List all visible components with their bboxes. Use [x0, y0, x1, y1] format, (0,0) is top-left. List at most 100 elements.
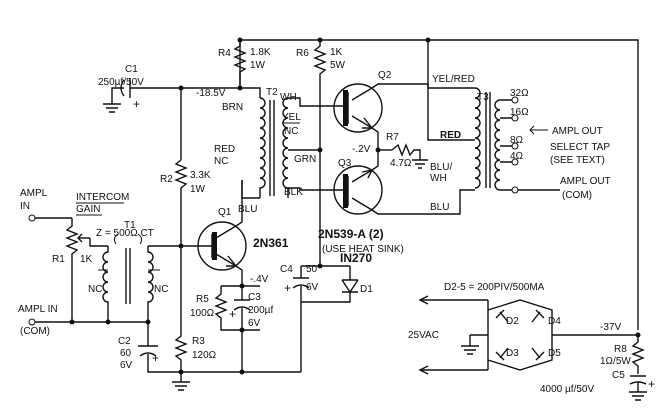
- r1-label: R1: [52, 254, 65, 265]
- bluwh-label2: WH: [430, 173, 447, 184]
- ampl-in-com-terminal[interactable]: [28, 318, 36, 326]
- r3-value: 120Ω: [192, 350, 217, 361]
- bluwh-label: BLU/: [430, 162, 452, 173]
- ampl-in-com-sub: (COM): [20, 326, 50, 337]
- t3-core: [485, 92, 491, 188]
- t3-center-tap: [427, 40, 475, 141]
- r4-value: 1.8K: [250, 47, 271, 58]
- r2-watt: 1W: [190, 184, 206, 195]
- q3-label: Q3: [338, 158, 352, 169]
- q2-emitter: [351, 115, 379, 150]
- c2-plus: +: [152, 351, 159, 365]
- nc-t2b-label: NC: [214, 156, 228, 167]
- c4-label: C4: [280, 264, 293, 275]
- q2-emitter-arrow: [362, 117, 374, 129]
- r6-label: R6: [296, 48, 309, 59]
- tap-4-terminal[interactable]: [511, 158, 519, 166]
- r4-resistor: [233, 40, 247, 88]
- gain-label: GAIN: [76, 204, 100, 215]
- tap-16-label: 16Ω: [510, 107, 529, 118]
- c2-capacitor: [138, 345, 301, 373]
- main-ground: [172, 381, 190, 391]
- r4-label: R4: [218, 48, 231, 59]
- com-out-terminal[interactable]: [511, 186, 519, 194]
- d1-label: D1: [360, 284, 373, 295]
- d4-diode: [531, 309, 545, 323]
- tap-8-label: 8Ω: [510, 135, 524, 146]
- q1-collector: [215, 180, 243, 239]
- c2-label: C2: [118, 336, 131, 347]
- c1-ground: [103, 103, 121, 113]
- nc-right-label: NC: [154, 284, 168, 295]
- q3-emitter: [351, 150, 379, 183]
- blu-t3-label: BLU: [430, 202, 449, 213]
- intercom-label: INTERCOM: [76, 192, 129, 203]
- ampl-in-com-label: AMPL IN: [18, 304, 58, 315]
- tap-32-terminal[interactable]: [511, 96, 519, 104]
- r1-potentiometer: [65, 218, 79, 322]
- q1-emitter-arrow: [226, 255, 238, 267]
- r7-ground: [412, 159, 428, 169]
- t2-secondary-coil: [282, 97, 289, 198]
- c3-volt: 6V: [248, 318, 261, 329]
- c5-capacitor: [629, 375, 647, 392]
- ampl-out-label: AMPL OUT: [552, 126, 603, 137]
- wh-label: WH: [280, 92, 297, 103]
- r2-resistor: [174, 159, 188, 246]
- red-t3-label: RED: [440, 130, 461, 141]
- c3-capacitor: [233, 286, 251, 330]
- r2-label: R2: [160, 174, 173, 185]
- ampl-out-arrow: [529, 125, 548, 135]
- t2-label: T2: [266, 87, 278, 98]
- t2-primary-bottom: [241, 180, 260, 199]
- tap-32-label: 32Ω: [510, 88, 529, 99]
- c3-value: 200µf: [248, 305, 273, 316]
- grn-label: GRN: [294, 154, 316, 165]
- t2-blk-lead: [288, 187, 336, 191]
- c2-value: 60: [120, 348, 132, 359]
- q1-emitter: [215, 253, 243, 286]
- r6-watt: 5W: [330, 60, 346, 71]
- c1-value: 250µf/50V: [98, 77, 144, 88]
- tap-16-terminal[interactable]: [511, 114, 519, 122]
- ac-input-top-arrow: [418, 295, 429, 305]
- yel-label: YEL: [282, 112, 301, 123]
- d3-diode: [495, 347, 509, 361]
- nc-left-label: NC: [88, 284, 102, 295]
- minus37-label: -37V: [600, 322, 621, 333]
- blu-label: BLU: [238, 204, 257, 215]
- r4-watt: 1W: [250, 60, 266, 71]
- r7-resistor: [391, 143, 421, 160]
- t1-core: [125, 248, 131, 304]
- r8-resistor: [631, 335, 645, 374]
- tap-8-terminal[interactable]: [511, 142, 519, 150]
- minus2-label: -.2V: [352, 144, 371, 155]
- z-label: Z = 500Ω CT: [96, 228, 154, 239]
- see-text-label: (SEE TEXT): [550, 155, 605, 166]
- r7-value: 4.7Ω: [390, 158, 412, 169]
- blk-label: BLK: [284, 187, 303, 198]
- d5-diode: [531, 347, 545, 361]
- r3-resistor: [174, 324, 188, 372]
- brn-label: BRN: [222, 102, 243, 113]
- r6-value: 1K: [330, 47, 343, 58]
- junction: [69, 319, 75, 325]
- c1-plus: +: [133, 97, 140, 111]
- r5-label: R5: [196, 294, 209, 305]
- c3-plus: +: [229, 307, 236, 321]
- c5-ground: [629, 391, 647, 401]
- ampl-in-terminal[interactable]: [28, 214, 36, 222]
- bridge-frame: [487, 299, 553, 371]
- junction: [105, 319, 111, 325]
- t2-primary-coil: [259, 97, 266, 198]
- d4-label: D4: [548, 316, 561, 327]
- d25-label: D2-5 = 200PIV/500MA: [444, 282, 545, 293]
- ampl-in-label: AMPL: [20, 188, 48, 199]
- junction: [375, 147, 381, 153]
- q3-emitter-arrow: [361, 169, 374, 179]
- t1-label: T1: [124, 220, 136, 231]
- r8-label: R8: [614, 344, 627, 355]
- t1-primary-coil: [102, 246, 109, 322]
- bridge-ground: [461, 335, 479, 355]
